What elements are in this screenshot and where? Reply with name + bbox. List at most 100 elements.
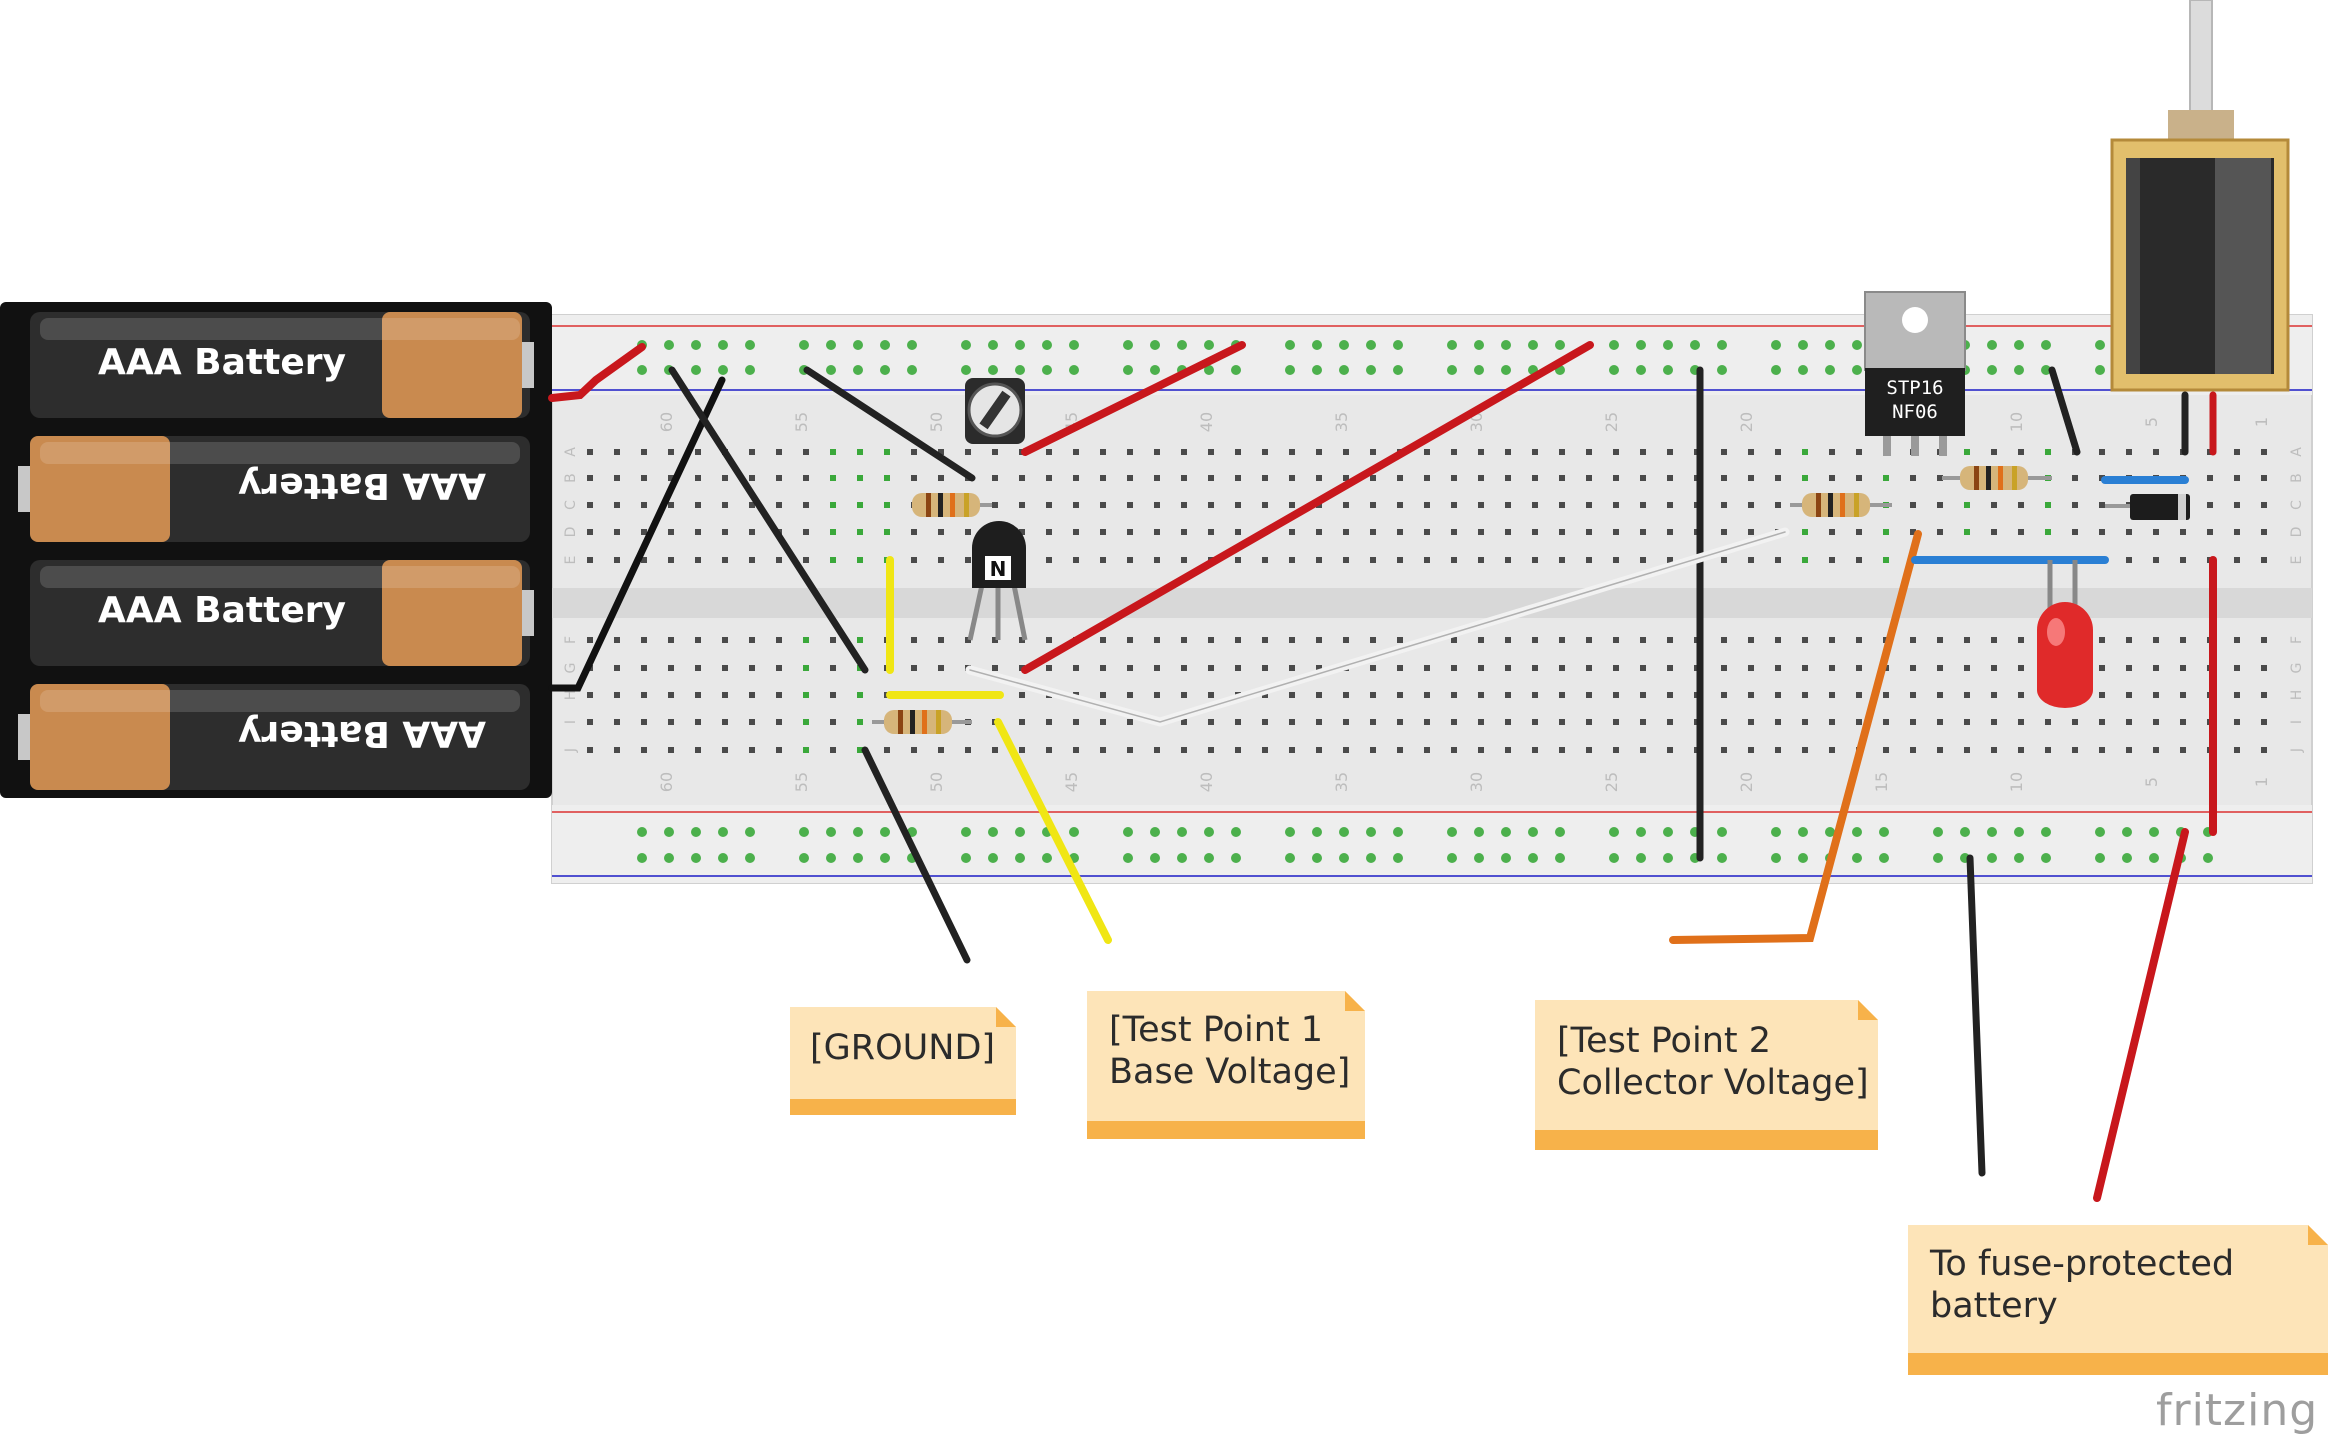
- breadboard-hole: [1316, 637, 1322, 643]
- note-test-point-1-shape: [1087, 991, 1365, 1139]
- breadboard-hole: [1937, 665, 1943, 671]
- row-letter-left: D: [563, 527, 579, 538]
- rail-hole: [1636, 365, 1646, 375]
- breadboard-hole: [1208, 449, 1214, 455]
- breadboard-hole: [1127, 475, 1133, 481]
- rail-hole: [799, 827, 809, 837]
- rail-hole: [1555, 340, 1565, 350]
- rail-hole: [988, 853, 998, 863]
- rail-hole: [1609, 340, 1619, 350]
- breadboard-hole: [803, 637, 809, 643]
- breadboard-hole: [1532, 475, 1538, 481]
- breadboard-hole: [1208, 529, 1214, 535]
- resistor-3: [1790, 493, 1892, 517]
- breadboard-hole: [1964, 637, 1970, 643]
- rail-hole: [1825, 827, 1835, 837]
- wire-red-long: [1021, 341, 1594, 674]
- breadboard-hole: [2153, 557, 2159, 563]
- rail-hole: [826, 853, 836, 863]
- rail-hole: [2149, 827, 2159, 837]
- breadboard-hole: [1505, 475, 1511, 481]
- breadboard-hole: [1262, 475, 1268, 481]
- breadboard-hole: [1289, 557, 1295, 563]
- breadboard-hole: [1046, 637, 1052, 643]
- breadboard-hole: [2099, 747, 2105, 753]
- breadboard-hole: [1532, 557, 1538, 563]
- rail-hole: [1069, 365, 1079, 375]
- rail-hole: [2095, 340, 2105, 350]
- breadboard-hole: [695, 747, 701, 753]
- breadboard-hole: [1235, 719, 1241, 725]
- breadboard-hole: [1964, 529, 1970, 535]
- breadboard-hole: [668, 665, 674, 671]
- breadboard-hole: [1316, 747, 1322, 753]
- breadboard-hole: [2153, 719, 2159, 725]
- breadboard-hole: [1991, 747, 1997, 753]
- breadboard-hole: [803, 449, 809, 455]
- breadboard-hole: [587, 557, 593, 563]
- column-number-bottom: 55: [792, 772, 811, 792]
- rail-hole: [2095, 827, 2105, 837]
- note-test-point-2: [Test Point 2 Collector Voltage]: [1535, 1000, 1878, 1150]
- breadboard-hole: [614, 719, 620, 725]
- breadboard-hole: [1856, 719, 1862, 725]
- breadboard-hole: [1586, 449, 1592, 455]
- breadboard-hole: [2126, 692, 2132, 698]
- rail-hole: [1771, 340, 1781, 350]
- breadboard-hole: [1937, 637, 1943, 643]
- breadboard-hole: [1910, 692, 1916, 698]
- breadboard-hole: [2126, 529, 2132, 535]
- rail-hole: [1528, 853, 1538, 863]
- breadboard-hole: [1748, 719, 1754, 725]
- breadboard-hole: [722, 747, 728, 753]
- rail-hole: [1231, 827, 1241, 837]
- breadboard-hole: [1046, 557, 1052, 563]
- breadboard-hole: [1046, 475, 1052, 481]
- rail-hole: [691, 340, 701, 350]
- breadboard-hole: [695, 449, 701, 455]
- rail-hole: [1015, 365, 1025, 375]
- breadboard-hole: [1370, 747, 1376, 753]
- rail-hole: [1609, 853, 1619, 863]
- breadboard-hole: [938, 747, 944, 753]
- breadboard-hole: [668, 529, 674, 535]
- note-test-point-1: [Test Point 1 Base Voltage]: [1087, 991, 1365, 1139]
- breadboard-hole: [1532, 692, 1538, 698]
- breadboard-hole: [2153, 449, 2159, 455]
- resistor-2: [872, 710, 972, 734]
- breadboard-hole: [1883, 692, 1889, 698]
- breadboard-hole: [1208, 475, 1214, 481]
- rail-hole: [880, 827, 890, 837]
- rail-hole: [1690, 340, 1700, 350]
- resistor-4: [1942, 466, 2052, 490]
- aaa-battery: AAA Battery: [18, 436, 530, 542]
- breadboard-hole: [2180, 637, 2186, 643]
- breadboard-hole: [587, 449, 593, 455]
- row-letter-left: E: [563, 556, 579, 565]
- breadboard-hole: [776, 665, 782, 671]
- breadboard-hole: [1667, 557, 1673, 563]
- breadboard-hole: [1640, 502, 1646, 508]
- rail-hole: [2122, 853, 2132, 863]
- note-battery-text: To fuse-protected battery: [1930, 1244, 2235, 1326]
- rail-hole: [1717, 365, 1727, 375]
- breadboard-hole: [776, 719, 782, 725]
- breadboard-hole: [1316, 529, 1322, 535]
- breadboard-hole: [2126, 637, 2132, 643]
- breadboard-hole: [1262, 637, 1268, 643]
- wire-red-pot: [1021, 341, 1246, 456]
- breadboard-hole: [884, 475, 890, 481]
- rail-hole: [799, 853, 809, 863]
- breadboard-hole: [641, 529, 647, 535]
- rail-hole: [1204, 853, 1214, 863]
- breadboard-hole: [1073, 529, 1079, 535]
- column-number-top: 1: [2252, 417, 2271, 427]
- breadboard-hole: [1613, 529, 1619, 535]
- breadboard-hole: [641, 475, 647, 481]
- breadboard-hole: [1100, 665, 1106, 671]
- column-number-top: 5: [2142, 417, 2161, 427]
- breadboard-hole: [1154, 637, 1160, 643]
- breadboard-hole: [1235, 665, 1241, 671]
- breadboard-hole: [695, 692, 701, 698]
